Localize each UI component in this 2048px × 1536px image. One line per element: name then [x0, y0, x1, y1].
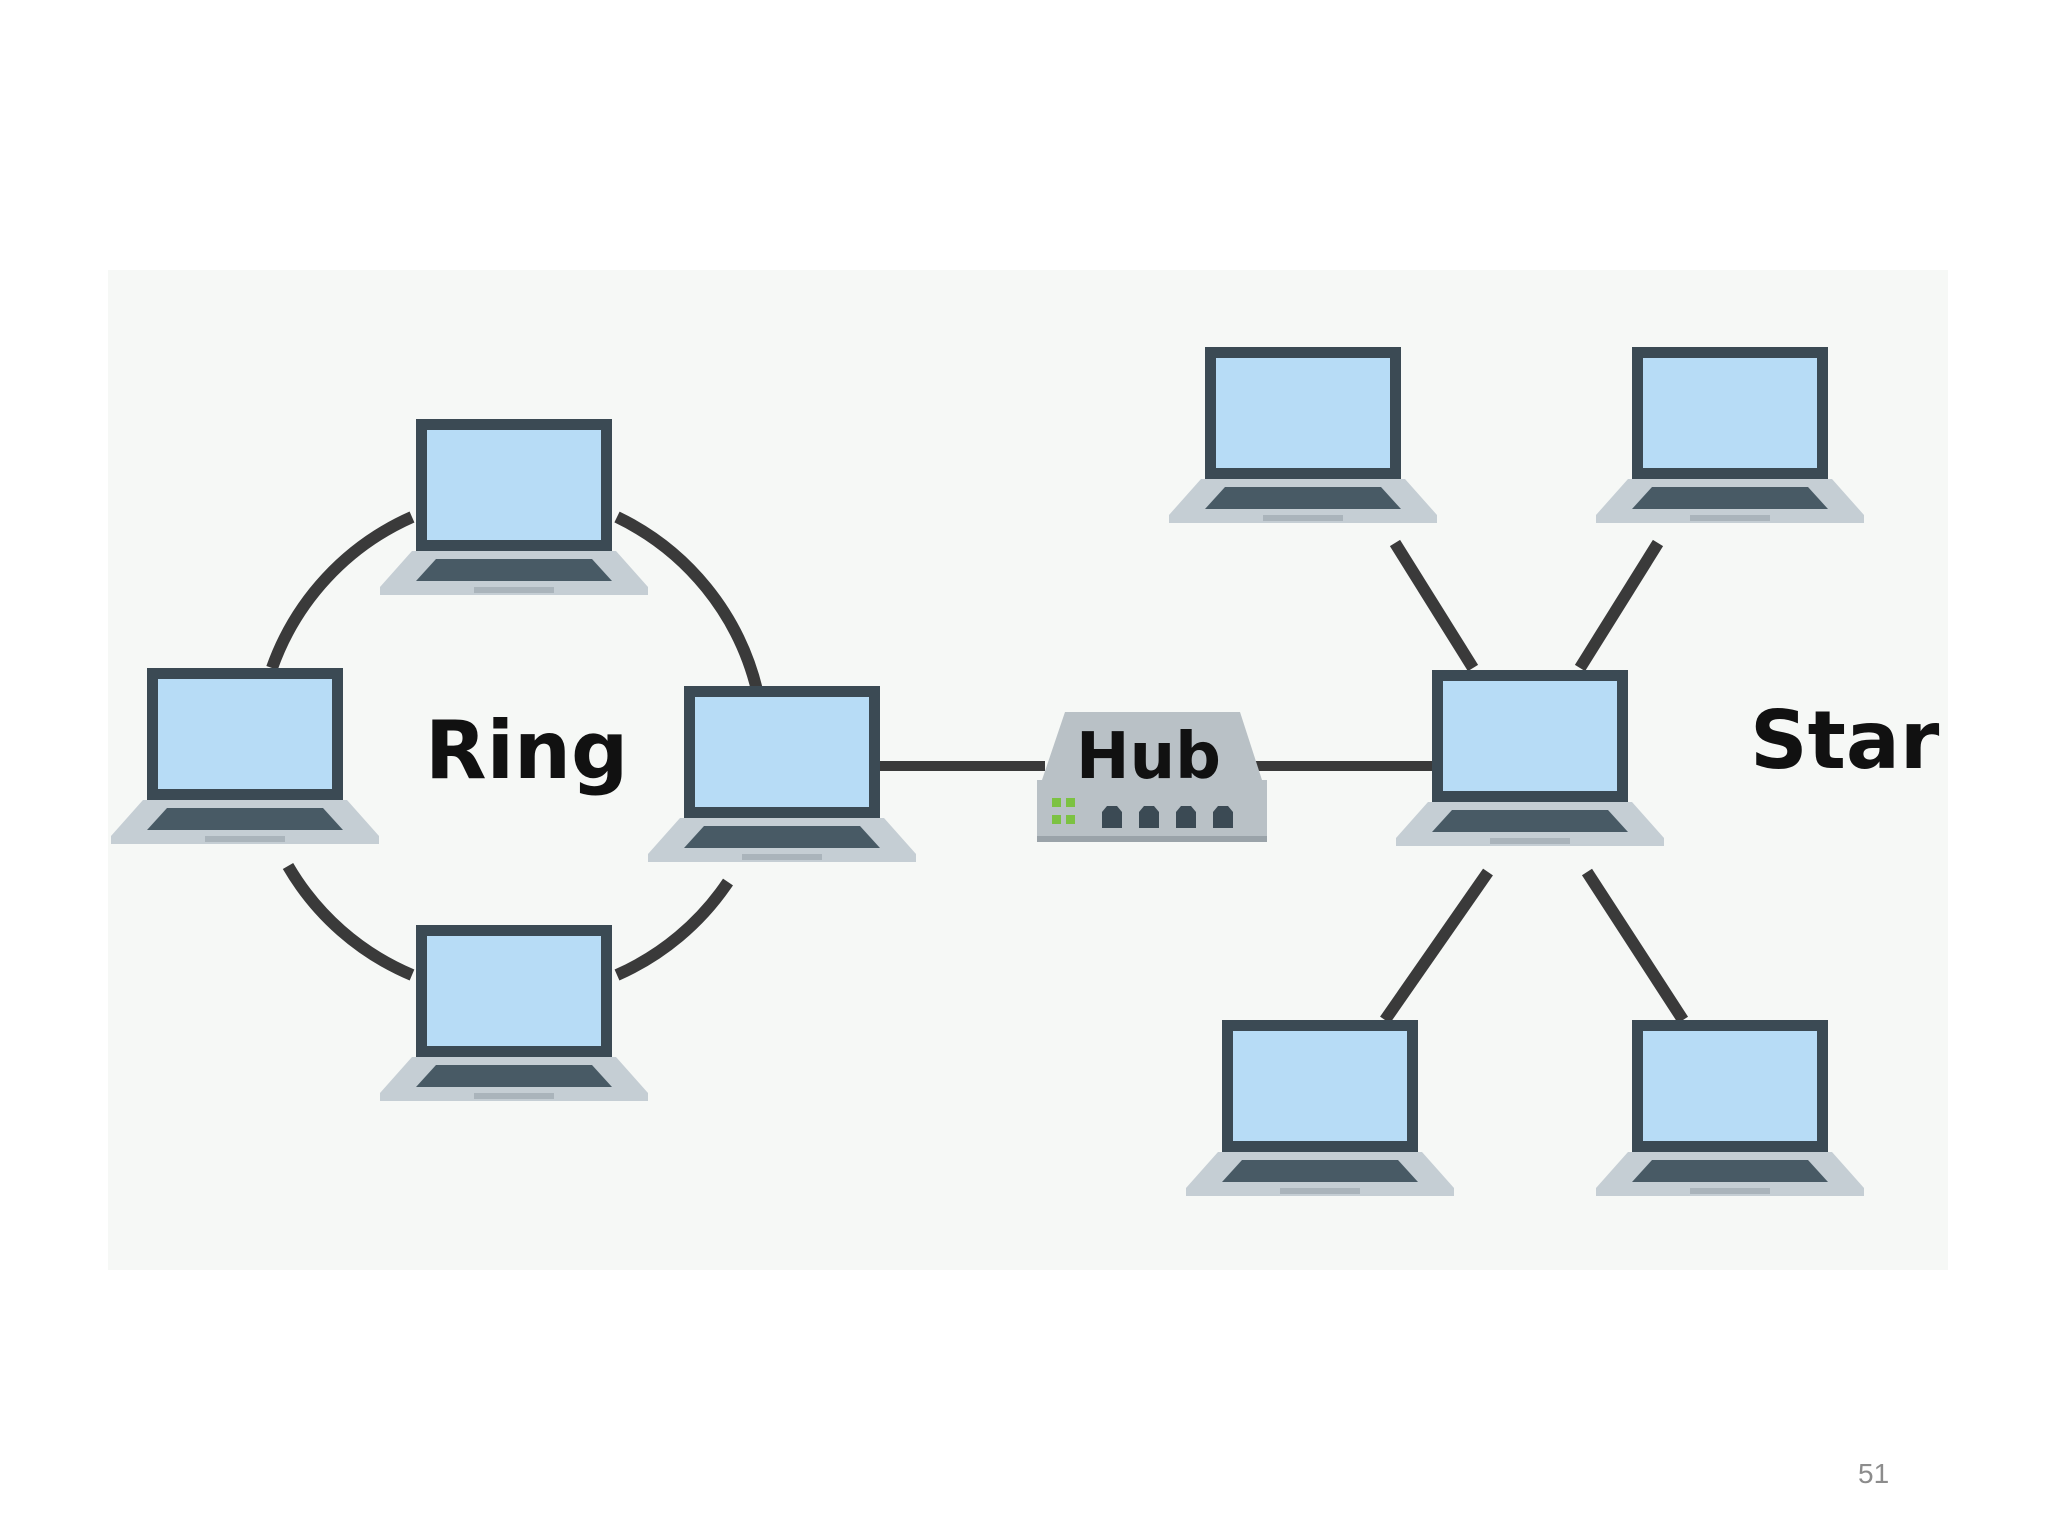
star-links	[1380, 539, 1689, 1024]
ring-links	[266, 511, 763, 981]
star-laptop-bottom-right	[1596, 1020, 1864, 1196]
star-label: Star	[1750, 694, 1940, 787]
ring-link-bottom-right	[614, 878, 733, 981]
star-link-bottom-right	[1581, 868, 1689, 1024]
ring-laptop-right	[648, 686, 916, 862]
star-link-bottom-left	[1380, 868, 1493, 1024]
ring-laptop-left	[111, 668, 379, 844]
hub-port-icon	[1102, 806, 1233, 828]
star-laptop-top-right	[1596, 347, 1864, 523]
ring-link-top-left	[266, 511, 415, 671]
ring-link-bottom-left	[282, 862, 415, 981]
slide-number: 51	[1858, 1458, 1890, 1489]
star-laptop-top-left	[1169, 347, 1437, 523]
star-link-top-left	[1389, 539, 1479, 672]
hub-led-icon	[1052, 798, 1075, 824]
ring-label: Ring	[425, 704, 628, 797]
ring-laptop-bottom	[380, 925, 648, 1101]
ring-laptop-top	[380, 419, 648, 595]
star-laptop-bottom-left	[1186, 1020, 1454, 1196]
hub-label: Hub	[1076, 720, 1221, 794]
star-link-top-right	[1574, 539, 1664, 672]
star-laptop-center	[1396, 670, 1664, 846]
ring-link-top-right	[614, 511, 763, 692]
network-hub-icon	[1037, 712, 1267, 842]
